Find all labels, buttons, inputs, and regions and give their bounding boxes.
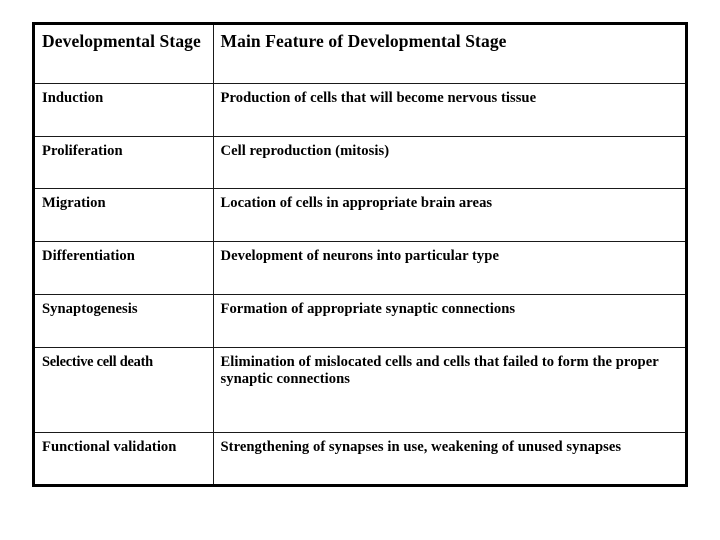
cell-feature-functional-validation: Strengthening of synapses in use, weaken… bbox=[212, 431, 685, 484]
table-row: Selective cell death Elimination of misl… bbox=[35, 346, 685, 433]
cell-feature-induction: Production of cells that will become ner… bbox=[212, 82, 685, 137]
cell-feature-synaptogenesis: Formation of appropriate synaptic connec… bbox=[212, 294, 685, 348]
table-row: Proliferation Cell reproduction (mitosis… bbox=[35, 135, 685, 189]
table-row: Synaptogenesis Formation of appropriate … bbox=[35, 294, 685, 348]
cell-stage-synaptogenesis: Synaptogenesis bbox=[35, 294, 213, 348]
table-body: Developmental Stage Main Feature of Deve… bbox=[35, 25, 685, 484]
column-header-main-feature: Main Feature of Developmental Stage bbox=[212, 25, 685, 84]
cell-stage-induction: Induction bbox=[35, 82, 213, 137]
table-row: Functional validation Strengthening of s… bbox=[35, 431, 685, 484]
cell-stage-migration: Migration bbox=[35, 188, 213, 242]
table-row: Induction Production of cells that will … bbox=[35, 82, 685, 137]
column-header-developmental-stage: Developmental Stage bbox=[42, 31, 201, 51]
cell-stage-differentiation: Differentiation bbox=[35, 241, 213, 295]
table: Developmental Stage Main Feature of Deve… bbox=[35, 25, 685, 484]
cell-stage-selective-cell-death: Selective cell death bbox=[35, 346, 213, 433]
cell-feature-selective-cell-death: Elimination of mislocated cells and cell… bbox=[212, 346, 685, 433]
cell-feature-differentiation: Development of neurons into particular t… bbox=[212, 241, 685, 295]
table-row: Migration Location of cells in appropria… bbox=[35, 188, 685, 242]
table-header-row: Developmental Stage Main Feature of Deve… bbox=[35, 25, 685, 84]
cell-feature-migration: Location of cells in appropriate brain a… bbox=[212, 188, 685, 242]
cell-stage-functional-validation: Functional validation bbox=[35, 431, 213, 484]
cell-feature-proliferation: Cell reproduction (mitosis) bbox=[212, 135, 685, 189]
developmental-stages-table: Developmental Stage Main Feature of Deve… bbox=[32, 22, 688, 487]
table-row: Differentiation Development of neurons i… bbox=[35, 241, 685, 295]
cell-stage-proliferation: Proliferation bbox=[35, 135, 213, 189]
